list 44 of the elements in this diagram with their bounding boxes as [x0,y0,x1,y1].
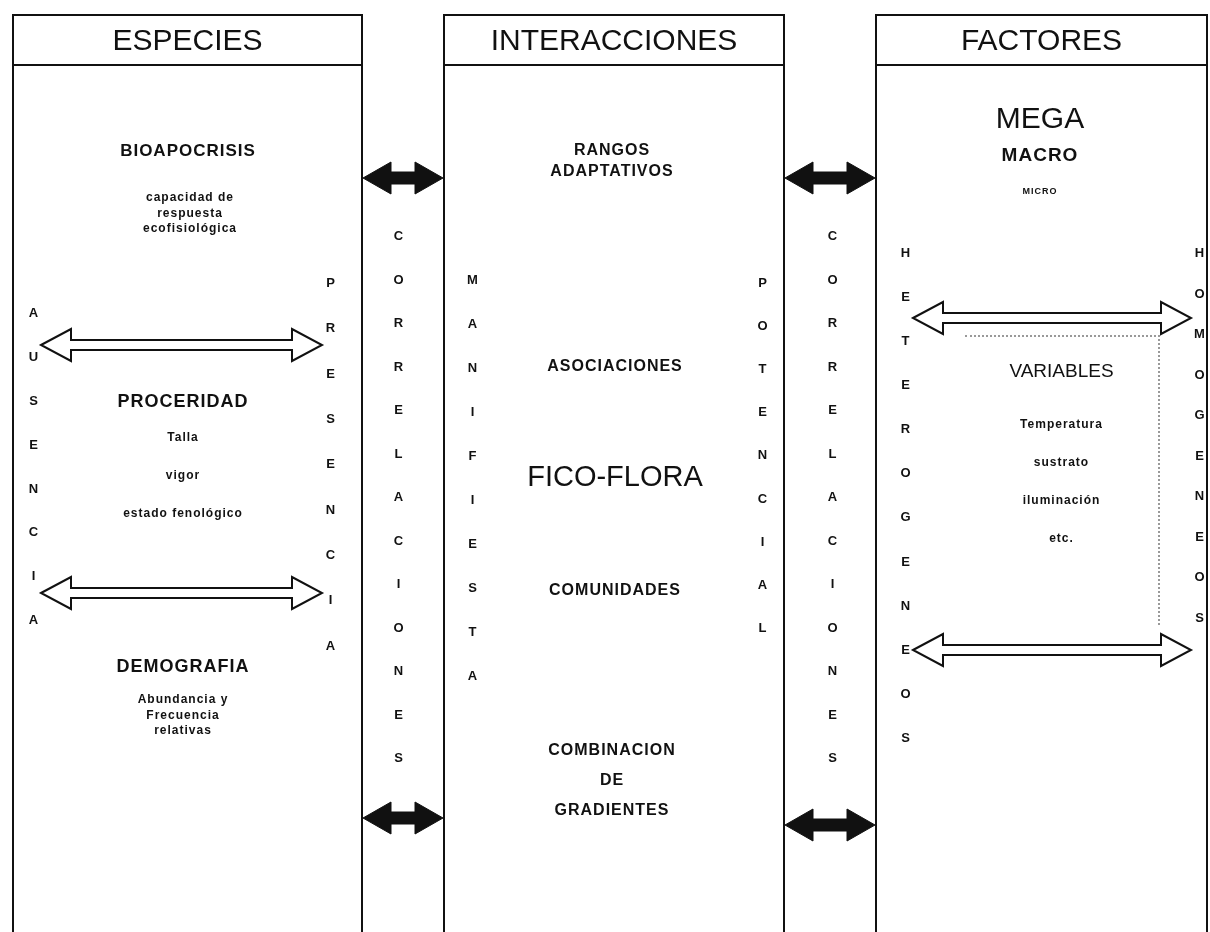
block-double-arrow [362,801,444,835]
variable-text: Temperatura [1019,417,1104,433]
column-panel [443,14,785,932]
variable-text: etc. [1048,531,1075,547]
hollow-double-arrow [38,575,325,611]
variable-text: sustrato [1032,455,1091,471]
heading-text: PROCERIDAD [116,390,250,413]
description-text: capacidad de respuesta ecofisiológica [142,190,238,237]
block-double-arrow [784,161,876,195]
vertical-label: MANIFIESTA [464,272,480,712]
vertical-label: HOMOGENEOS [1191,245,1207,650]
hollow-double-arrow [910,300,1194,336]
column-panel [12,14,363,932]
block-double-arrow [362,161,444,195]
column-header: INTERACCIONES [445,16,783,66]
heading-text: FICO-FLORA [526,459,704,494]
vertical-label: CORRELACIONES [390,228,406,794]
block-double-arrow [784,808,876,842]
heading-text: COMUNIDADES [548,580,682,600]
dotted-box [965,335,1160,625]
heading-text: DEMOGRAFIA [115,655,251,678]
heading-text: RANGOS ADAPTATIVOS [549,140,675,181]
description-text: MICRO [1021,186,1059,198]
vertical-label: AUSENCIA [25,305,41,656]
column-panel [875,14,1208,932]
description-text: Talla [166,430,200,446]
heading-text: MEGA [994,100,1086,136]
column-header: FACTORES [877,16,1206,66]
heading-text: ASOCIACIONES [546,356,684,376]
vertical-label: HETEROGENEOS [897,245,913,774]
vertical-label: PRESENCIA [322,275,338,683]
description-text: vigor [164,468,202,484]
vertical-label: CORRELACIONES [824,228,840,794]
heading-text: MACRO [1000,143,1080,167]
hollow-double-arrow [38,327,325,363]
hollow-double-arrow [910,632,1194,668]
variable-text: iluminación [1021,493,1102,509]
heading-text: COMBINACION DE GRADIENTES [547,740,677,820]
heading-text: BIOAPOCRISIS [119,140,257,162]
vertical-label: POTENCIAL [754,275,770,663]
description-text: Abundancia y Frecuencia relativas [136,692,230,739]
box-heading: VARIABLES [1008,359,1115,383]
column-header: ESPECIES [14,16,361,66]
description-text: estado fenológico [122,506,244,522]
